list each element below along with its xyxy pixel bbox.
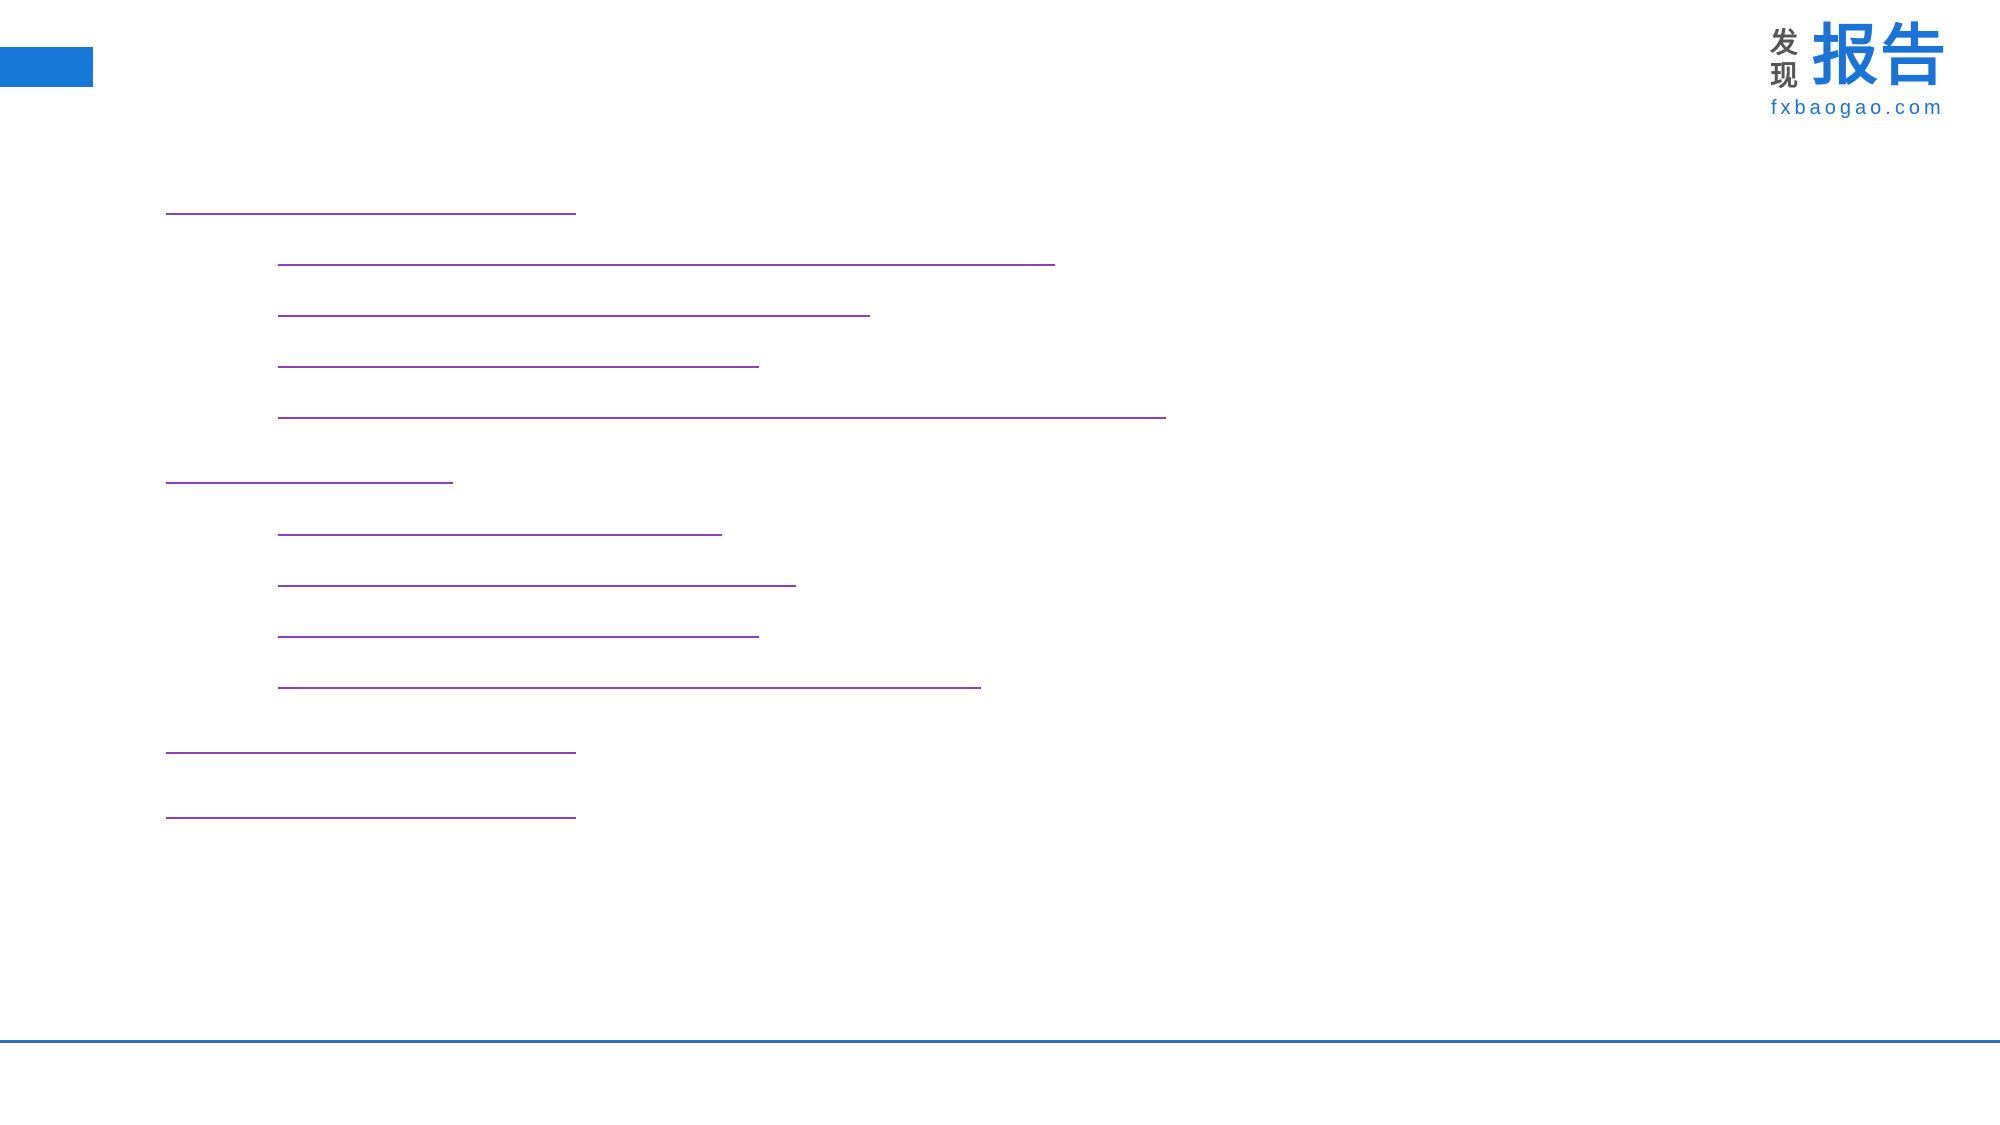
toc-entry-section[interactable] <box>166 817 576 819</box>
footer-divider <box>0 1040 2000 1043</box>
toc-entry-subsection[interactable] <box>278 417 1166 419</box>
toc-entry-section[interactable] <box>166 482 453 484</box>
toc-entry-section[interactable] <box>166 213 576 215</box>
toc-entry-subsection[interactable] <box>278 585 796 587</box>
toc-entry-subsection[interactable] <box>278 315 870 317</box>
logo-main-text: 报告 <box>1812 17 1948 94</box>
logo-small-characters: 发 现 <box>1770 26 1808 92</box>
logo-char-top: 发 <box>1770 26 1799 59</box>
toc-entry-subsection[interactable] <box>278 264 1055 266</box>
toc-entry-subsection[interactable] <box>278 687 981 689</box>
accent-tab <box>0 47 93 87</box>
logo-domain: fxbaogao.com <box>1771 97 1945 119</box>
toc-entry-section[interactable] <box>166 752 576 754</box>
toc-entry-subsection[interactable] <box>278 534 722 536</box>
toc-entry-subsection[interactable] <box>278 636 759 638</box>
brand-logo: 发 现 报告 fxbaogao.com <box>1770 18 1970 120</box>
logo-char-bottom: 现 <box>1770 59 1799 92</box>
toc-entry-subsection[interactable] <box>278 366 759 368</box>
